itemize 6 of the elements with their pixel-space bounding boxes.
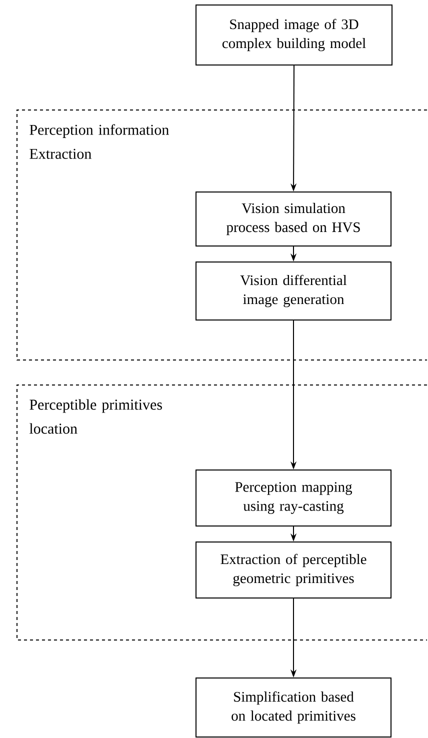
process-box: Vision simulation process based on HVS (196, 192, 392, 246)
process-box: Vision differential image generation (196, 262, 392, 320)
process-box: Extraction of perceptible geometric primitives (196, 542, 392, 598)
process-box: Simplification based on located primitives (196, 678, 392, 738)
process-box: Perception mapping using ray-casting (196, 470, 392, 526)
process-box: Snapped image of 3D complex building model (196, 4, 392, 66)
